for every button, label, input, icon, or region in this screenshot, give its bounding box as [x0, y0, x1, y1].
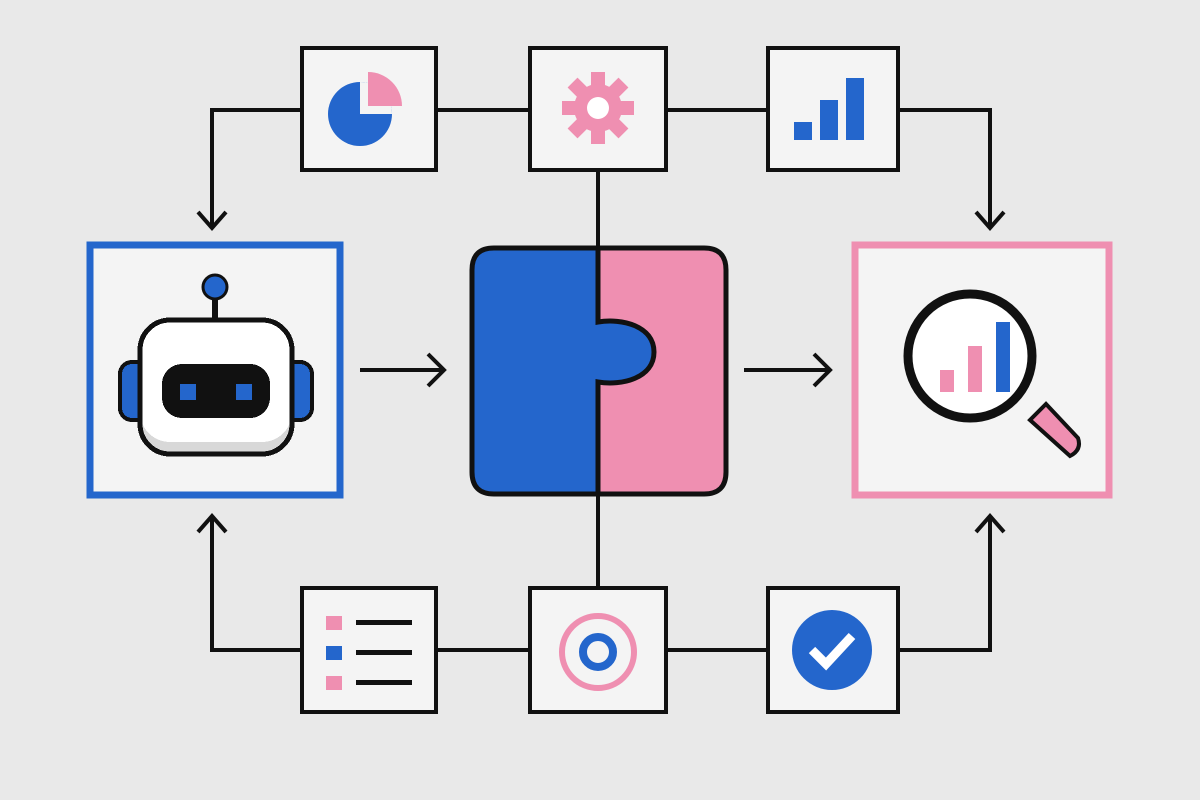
arrowhead-down-right — [974, 210, 1006, 232]
arrowhead-up-left — [196, 512, 228, 534]
check-badge-icon — [792, 610, 872, 690]
node-top-pie[interactable] — [300, 46, 438, 172]
pie-chart-icon — [328, 72, 402, 146]
connector-lines — [210, 108, 992, 652]
robot-antenna-stem — [212, 292, 218, 318]
edge-bars-to-analysis — [898, 108, 992, 228]
lens-bar-2 — [968, 346, 982, 392]
robot-icon — [118, 273, 314, 457]
robot-visor — [162, 364, 270, 418]
node-top-gear[interactable] — [528, 46, 668, 172]
bar-chart-icon — [794, 78, 864, 140]
node-bottom-check[interactable] — [766, 586, 900, 714]
node-analysis[interactable] — [851, 241, 1113, 499]
arrowhead-down-left — [196, 210, 228, 232]
arrowhead-right-2 — [812, 352, 833, 388]
arrowheads — [196, 210, 1006, 534]
magnifier-handle — [1027, 401, 1081, 459]
gear-hole — [587, 97, 609, 119]
puzzle-blue-half — [472, 248, 654, 494]
robot-eye-right — [236, 384, 252, 400]
lens-bar-3 — [996, 322, 1010, 392]
lens-bar-1 — [940, 370, 954, 392]
magnifier-chart-icon — [903, 289, 1081, 459]
gear-icon — [562, 72, 634, 144]
edge-list-to-robot — [210, 516, 302, 652]
node-puzzle[interactable] — [469, 245, 729, 497]
tile-frame — [528, 586, 668, 714]
target-icon — [559, 613, 637, 691]
pie-slice-small — [368, 72, 402, 106]
tile-frame — [300, 46, 438, 172]
node-top-bars[interactable] — [766, 46, 900, 172]
puzzle-pink-half — [598, 248, 726, 494]
tile-border — [851, 241, 1113, 499]
node-bottom-target[interactable] — [528, 586, 668, 714]
checklist-icon — [326, 616, 412, 690]
puzzle-seam — [595, 248, 657, 494]
tile-border — [86, 241, 344, 499]
edge-pie-to-robot — [210, 108, 302, 228]
edge-check-to-analysis — [898, 516, 992, 652]
arrowhead-up-right — [974, 512, 1006, 534]
robot-antenna-ball — [203, 275, 227, 299]
node-bottom-list[interactable] — [300, 586, 438, 714]
node-robot[interactable] — [86, 241, 344, 499]
robot-eye-left — [180, 384, 196, 400]
puzzle-outline — [469, 245, 729, 497]
arrowhead-right-1 — [426, 352, 447, 388]
